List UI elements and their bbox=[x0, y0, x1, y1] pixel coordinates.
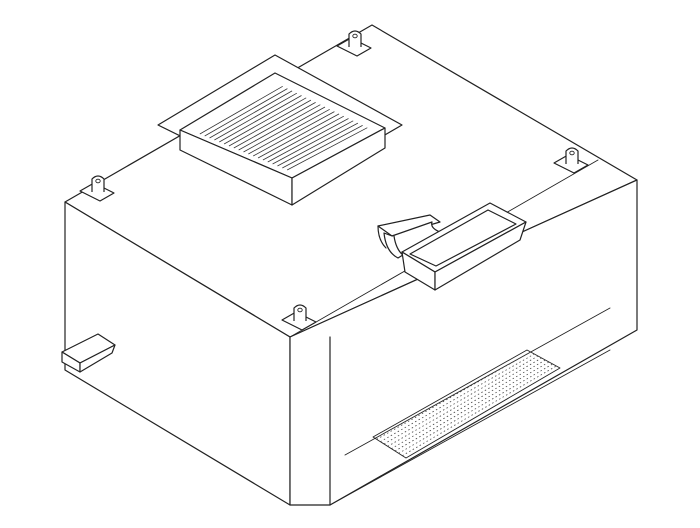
front-face-recess-line bbox=[344, 307, 611, 456]
perforation-row bbox=[394, 361, 550, 452]
perforation-row bbox=[402, 365, 557, 457]
grille-side-right bbox=[291, 127, 386, 206]
grille-slat bbox=[272, 120, 354, 165]
trough-side-front bbox=[434, 221, 527, 291]
bracket-icon bbox=[79, 175, 115, 202]
grille-slat bbox=[267, 118, 349, 163]
perforated-panel bbox=[372, 349, 561, 459]
bracket-icon bbox=[553, 147, 589, 174]
perforated-panel-holes bbox=[376, 351, 557, 457]
trough-inner bbox=[409, 209, 517, 267]
grille-slat bbox=[253, 111, 335, 157]
grille-slat bbox=[238, 104, 321, 151]
front-face-bottom-lip bbox=[329, 349, 611, 506]
grille-slat bbox=[199, 85, 283, 135]
grille-slat bbox=[248, 108, 330, 155]
grille-slats bbox=[199, 85, 368, 171]
grille-slat bbox=[233, 102, 316, 149]
grease-trough bbox=[401, 202, 527, 291]
grille-slat bbox=[262, 115, 344, 161]
bracket-icon bbox=[281, 304, 317, 331]
corner-drip-tray bbox=[61, 333, 116, 373]
grille-slat bbox=[277, 122, 359, 167]
square-grille-filter bbox=[157, 54, 403, 206]
grille-slat bbox=[209, 90, 293, 139]
grille-slat bbox=[204, 88, 288, 137]
grille-slat bbox=[243, 106, 326, 153]
mounting-brackets bbox=[79, 30, 589, 331]
grille-slat bbox=[219, 95, 302, 143]
housing-front-face bbox=[289, 179, 638, 506]
grille-slat bbox=[282, 125, 363, 169]
perforation-row bbox=[398, 363, 553, 454]
perforation-row bbox=[383, 355, 539, 445]
bracket-icon bbox=[336, 30, 372, 57]
perforation-row bbox=[391, 359, 546, 450]
grille-slat bbox=[286, 127, 368, 171]
grille-slat bbox=[228, 99, 312, 147]
perforation-row bbox=[380, 353, 535, 443]
half-pipe-connector bbox=[377, 214, 441, 259]
pipe-left-curve bbox=[377, 225, 387, 249]
grille-slat bbox=[214, 92, 297, 141]
grille-slat bbox=[223, 97, 307, 145]
drip-tray-side-front bbox=[79, 344, 116, 373]
perforation-row bbox=[387, 357, 542, 447]
grille-slat bbox=[257, 113, 340, 159]
perforation-row bbox=[376, 351, 531, 440]
pipe-top-flange bbox=[377, 214, 441, 237]
